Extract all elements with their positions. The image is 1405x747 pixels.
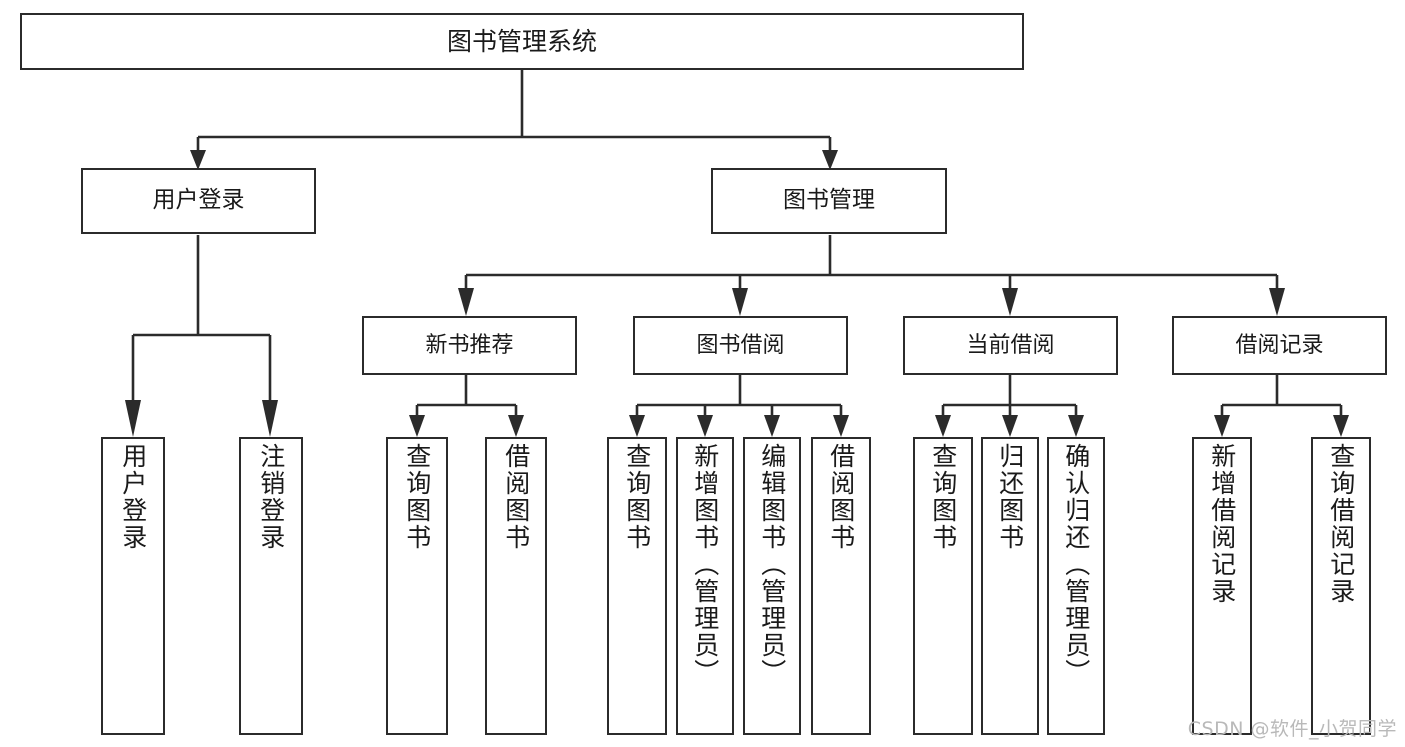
node-book-management[interactable]: 图书管理 <box>711 168 947 234</box>
leaf-label: 借阅图书 <box>501 443 531 551</box>
leaf-current-query-book[interactable]: 查询图书 <box>913 437 973 735</box>
node-label: 图书管理 <box>783 187 875 214</box>
node-borrow-record[interactable]: 借阅记录 <box>1172 316 1387 375</box>
node-label: 借阅记录 <box>1235 332 1324 358</box>
leaf-recommend-borrow-book[interactable]: 借阅图书 <box>485 437 547 735</box>
leaf-label: 用户登录 <box>118 443 148 551</box>
leaf-borrow-edit-book-admin[interactable]: 编辑图书（管理员） <box>743 437 801 735</box>
node-label: 当前借阅 <box>966 332 1055 358</box>
node-label: 用户登录 <box>152 187 245 214</box>
node-user-login[interactable]: 用户登录 <box>81 168 316 234</box>
leaf-label: 编辑图书（管理员） <box>757 443 787 686</box>
node-root-book-management-system[interactable]: 图书管理系统 <box>20 13 1024 70</box>
leaf-record-add-borrow-record[interactable]: 新增借阅记录 <box>1192 437 1252 735</box>
node-label: 图书借阅 <box>696 332 785 358</box>
leaf-label: 查询图书 <box>928 443 958 551</box>
leaf-label: 新增图书（管理员） <box>690 443 720 686</box>
leaf-user-login-signout[interactable]: 注销登录 <box>239 437 303 735</box>
leaf-label: 注销登录 <box>256 443 286 551</box>
node-new-book-recommend[interactable]: 新书推荐 <box>362 316 577 375</box>
node-label: 新书推荐 <box>425 332 514 358</box>
leaf-label: 确认归还（管理员） <box>1061 443 1091 686</box>
leaf-borrow-query-book[interactable]: 查询图书 <box>607 437 667 735</box>
leaf-recommend-query-book[interactable]: 查询图书 <box>386 437 448 735</box>
node-label: 图书管理系统 <box>446 26 597 56</box>
leaf-label: 查询图书 <box>402 443 432 551</box>
leaf-label: 查询图书 <box>622 443 652 551</box>
leaf-label: 查询借阅记录 <box>1326 443 1356 605</box>
leaf-label: 新增借阅记录 <box>1207 443 1237 605</box>
leaf-borrow-borrow-book[interactable]: 借阅图书 <box>811 437 871 735</box>
node-current-borrow[interactable]: 当前借阅 <box>903 316 1118 375</box>
leaf-user-login-signin[interactable]: 用户登录 <box>101 437 165 735</box>
leaf-borrow-add-book-admin[interactable]: 新增图书（管理员） <box>676 437 734 735</box>
leaf-current-confirm-return-admin[interactable]: 确认归还（管理员） <box>1047 437 1105 735</box>
leaf-label: 归还图书 <box>995 443 1025 551</box>
node-book-borrow[interactable]: 图书借阅 <box>633 316 848 375</box>
leaf-label: 借阅图书 <box>826 443 856 551</box>
leaf-current-return-book[interactable]: 归还图书 <box>981 437 1039 735</box>
leaf-record-query-borrow-record[interactable]: 查询借阅记录 <box>1311 437 1371 735</box>
watermark: CSDN @软件_小贺同学 <box>1187 718 1397 740</box>
